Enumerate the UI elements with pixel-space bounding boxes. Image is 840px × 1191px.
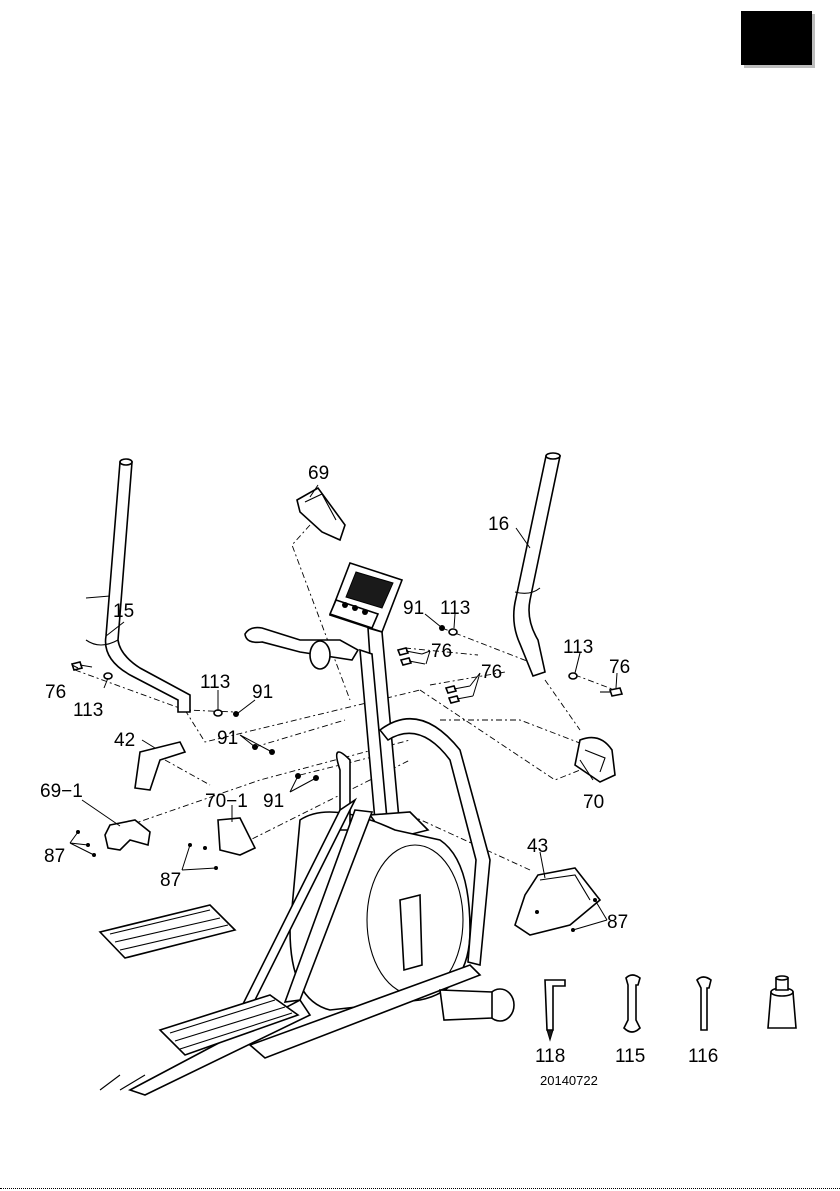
console-cover-69 — [297, 488, 345, 540]
cover-42 — [135, 742, 185, 790]
wrench-icon — [697, 977, 711, 1030]
callout-76: 76 — [609, 657, 630, 678]
callout-91: 91 — [403, 598, 424, 619]
allen-key-icon — [545, 980, 565, 1040]
callout-69: 69 — [308, 463, 329, 484]
callout-15: 15 — [113, 601, 134, 622]
callout-70-1: 70−1 — [205, 791, 248, 812]
callout-70: 70 — [583, 792, 604, 813]
callout-43: 43 — [527, 836, 548, 857]
callout-76: 76 — [45, 682, 66, 703]
left-handlebar-15 — [86, 459, 190, 712]
callout-113: 113 — [563, 637, 593, 658]
callout-16: 16 — [488, 514, 509, 535]
callout-42: 42 — [114, 730, 135, 751]
cover-70 — [575, 738, 615, 782]
cover-70-1 — [218, 818, 255, 855]
static-handle-bars — [245, 628, 358, 669]
cover-69-1 — [105, 820, 150, 850]
callout-87: 87 — [44, 846, 65, 867]
callout-113: 113 — [440, 598, 470, 619]
console-display — [330, 563, 402, 632]
page-bottom-rule — [0, 1188, 840, 1189]
foot-pedal-left — [100, 905, 235, 958]
callout-87: 87 — [607, 912, 628, 933]
callout-76: 76 — [431, 641, 452, 662]
callout-69-1: 69−1 — [40, 781, 83, 802]
callout-91: 91 — [217, 728, 238, 749]
wrench-icon — [624, 975, 640, 1032]
callout-91: 91 — [252, 682, 273, 703]
cover-43 — [515, 868, 600, 935]
callout-116: 116 — [688, 1046, 718, 1067]
callout-76: 76 — [481, 662, 502, 683]
callout-113: 113 — [200, 672, 230, 693]
document-code: 20140722 — [540, 1073, 598, 1088]
callout-115: 115 — [615, 1046, 645, 1067]
callout-91: 91 — [263, 791, 284, 812]
callout-113: 113 — [73, 700, 103, 721]
right-handlebar-16 — [514, 453, 560, 676]
socket-icon — [768, 976, 796, 1028]
callout-118: 118 — [535, 1046, 565, 1067]
callout-87: 87 — [160, 870, 181, 891]
